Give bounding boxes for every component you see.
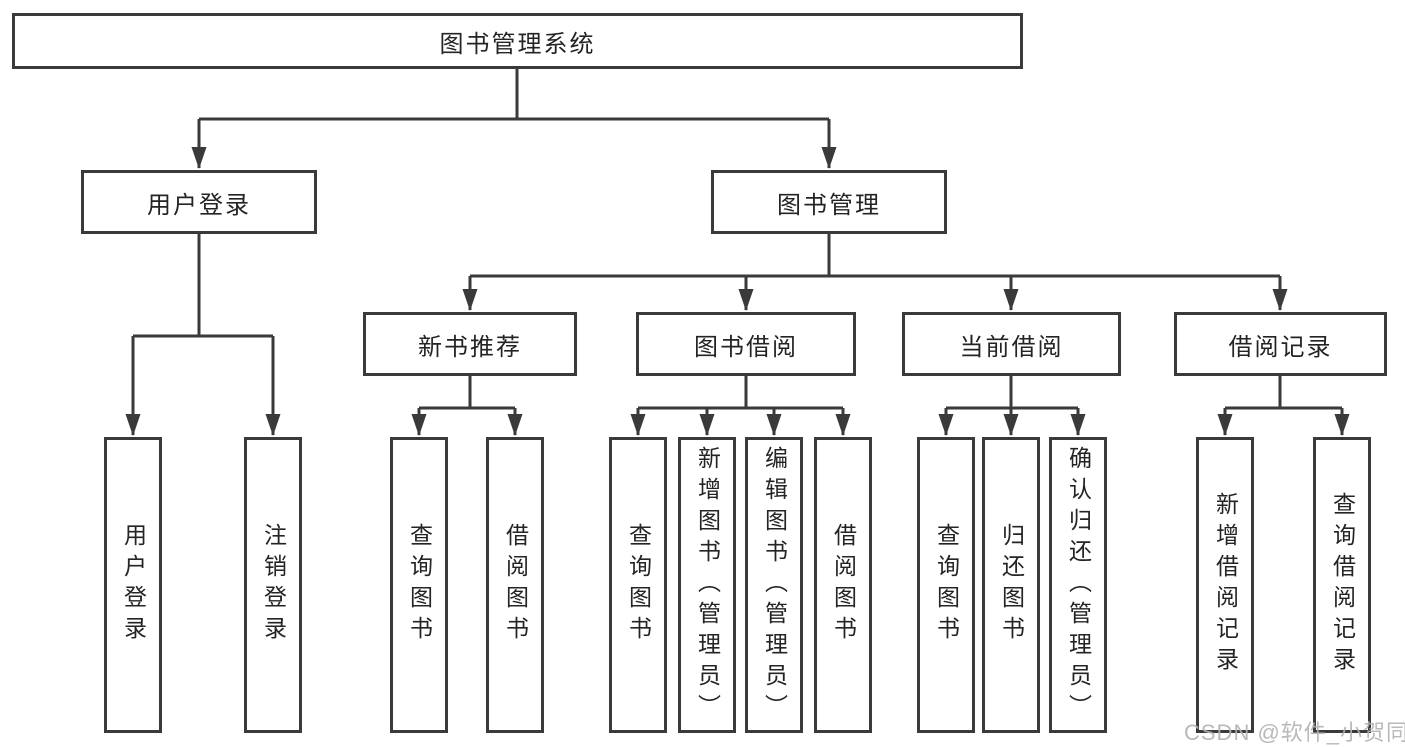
node-query-borrow-record-label: 查询借阅记录 xyxy=(1329,492,1356,678)
node-library-system: 图书管理系统 xyxy=(12,13,1023,69)
node-logout: 注销登录 xyxy=(244,437,302,733)
node-add-books-admin-label: 新增图书（管理员） xyxy=(694,445,721,725)
node-edit-books-admin: 编辑图书（管理员） xyxy=(745,437,803,733)
node-borrow-books-recommend-label: 借阅图书 xyxy=(502,523,529,647)
node-new-book-recommendation: 新书推荐 xyxy=(363,312,577,376)
node-book-management-label: 图书管理 xyxy=(777,191,881,219)
node-user-login-leaf: 用户登录 xyxy=(104,437,162,733)
node-user-login: 用户登录 xyxy=(81,170,317,234)
node-book-borrowing-label: 图书借阅 xyxy=(694,333,798,361)
node-borrow-books-borrowing-label: 借阅图书 xyxy=(830,523,857,647)
node-add-books-admin: 新增图书（管理员） xyxy=(678,437,736,733)
node-query-books-borrowing: 查询图书 xyxy=(609,437,667,733)
node-add-borrow-record-label: 新增借阅记录 xyxy=(1212,492,1239,678)
node-return-books: 归还图书 xyxy=(982,437,1040,733)
node-user-login-leaf-label: 用户登录 xyxy=(120,523,147,647)
node-query-books-recommend-label: 查询图书 xyxy=(406,523,433,647)
node-confirm-return-admin-label: 确认归还（管理员） xyxy=(1065,445,1092,725)
csdn-watermark: CSDN @软件_小贺同学 xyxy=(1184,720,1405,745)
node-library-system-label: 图书管理系统 xyxy=(439,30,596,58)
node-return-books-label: 归还图书 xyxy=(998,523,1025,647)
node-borrowing-records-label: 借阅记录 xyxy=(1228,333,1333,361)
node-query-books-recommend: 查询图书 xyxy=(390,437,448,733)
node-edit-books-admin-label: 编辑图书（管理员） xyxy=(761,445,788,725)
node-borrow-books-borrowing: 借阅图书 xyxy=(814,437,872,733)
node-book-management: 图书管理 xyxy=(711,170,947,234)
node-query-books-borrowing-label: 查询图书 xyxy=(625,523,652,647)
node-current-borrowing-label: 当前借阅 xyxy=(959,333,1064,361)
node-new-book-recommendation-label: 新书推荐 xyxy=(418,333,522,361)
node-book-borrowing: 图书借阅 xyxy=(636,312,856,376)
node-current-borrowing: 当前借阅 xyxy=(902,312,1121,376)
node-borrowing-records: 借阅记录 xyxy=(1174,312,1387,376)
node-confirm-return-admin: 确认归还（管理员） xyxy=(1049,437,1107,733)
node-user-login-label: 用户登录 xyxy=(147,191,251,219)
node-query-borrow-record: 查询借阅记录 xyxy=(1313,437,1371,733)
node-query-books-current: 查询图书 xyxy=(917,437,975,733)
node-add-borrow-record: 新增借阅记录 xyxy=(1196,437,1254,733)
node-logout-label: 注销登录 xyxy=(260,523,287,647)
node-query-books-current-label: 查询图书 xyxy=(933,523,960,647)
node-borrow-books-recommend: 借阅图书 xyxy=(486,437,544,733)
